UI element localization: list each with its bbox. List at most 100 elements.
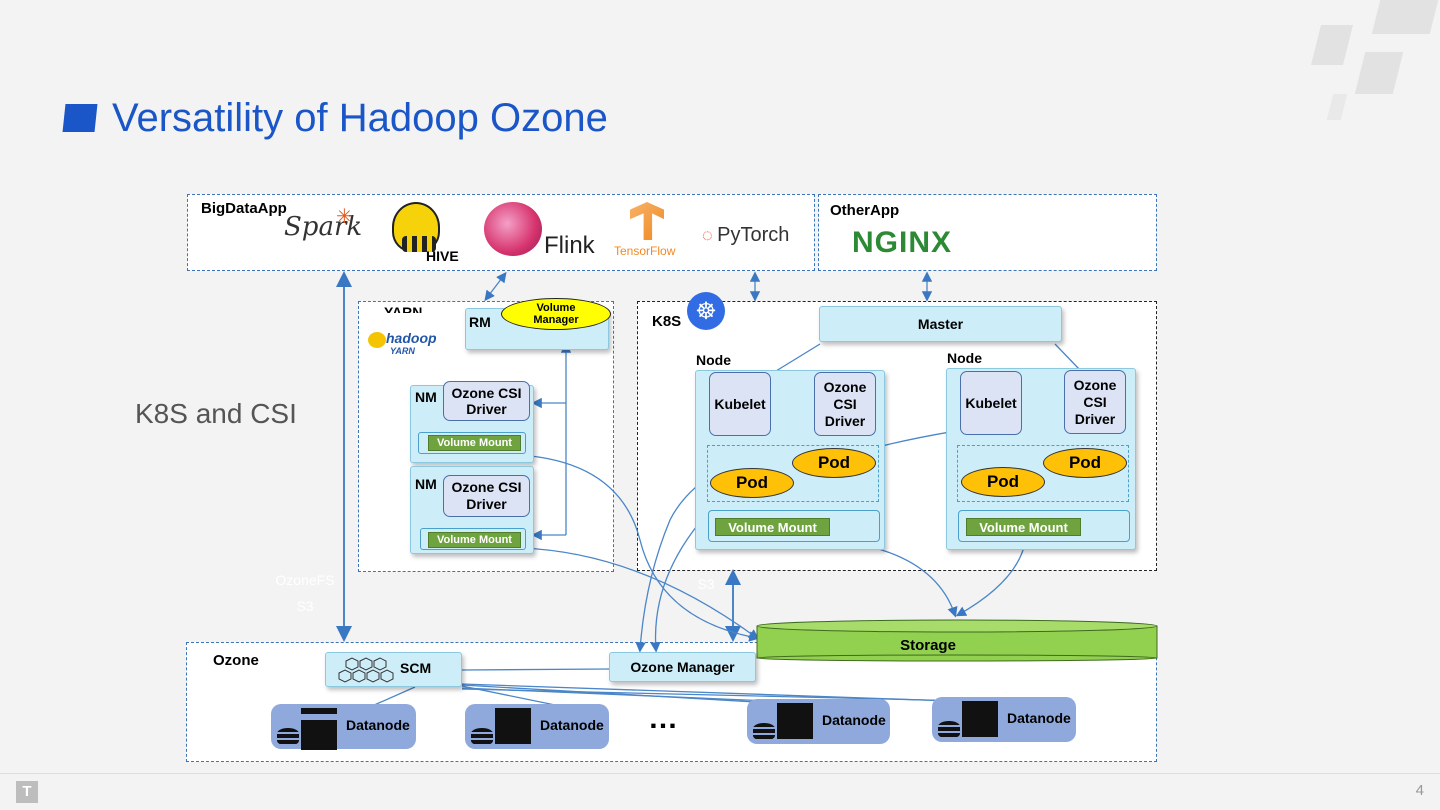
node1-label: Node	[696, 352, 731, 368]
footer-divider	[0, 773, 1440, 774]
spark-star-icon: ✳	[336, 206, 353, 228]
master-node1-line	[775, 343, 821, 372]
hadoop-elephant-icon	[368, 332, 386, 348]
node1-pod-a-label: Pod	[735, 473, 769, 492]
master-node2-line	[1054, 343, 1081, 371]
tensorflow-logo-text: TensorFlow	[614, 244, 676, 258]
datanode-4-label: Datanode	[1007, 710, 1071, 726]
ozone-label: Ozone	[213, 652, 259, 669]
node1-pod-a: Pod	[710, 468, 794, 498]
disk-icon	[277, 728, 299, 746]
node1-csi-driver: Ozone CSI Driver	[814, 372, 876, 436]
node2-label: Node	[947, 350, 982, 366]
node1-csi-driver-label: Ozone CSI Driver	[823, 378, 867, 429]
node1-kubelet: Kubelet	[709, 372, 771, 436]
nm1-volume-mount: Volume Mount	[428, 435, 521, 451]
yarn-label: YARN	[384, 304, 423, 313]
yarn-logo-text: YARN	[390, 346, 415, 356]
s3-protocol-right-label: S3	[697, 576, 715, 592]
node2-pod-b: Pod	[1043, 448, 1127, 478]
page-title: Versatility of Hadoop Ozone	[112, 96, 608, 140]
datanode-2-label: Datanode	[540, 717, 604, 733]
s3-protocol-left-label: S3	[296, 598, 314, 614]
rm-label: RM	[469, 314, 491, 330]
other-app-label: OtherApp	[830, 202, 900, 219]
hadoop-logo-text: hadoop	[386, 330, 437, 346]
disk-icon	[938, 721, 960, 739]
scm-box: SCM	[325, 652, 462, 687]
nm2-csi-driver: Ozone CSI Driver	[443, 475, 530, 517]
page-number: 4	[1415, 782, 1424, 799]
nm2-label: NM	[415, 476, 437, 492]
pytorch-logo: ◌ PyTorch	[702, 224, 789, 247]
server-icon	[777, 703, 813, 739]
slide-subtitle: K8S and CSI	[135, 398, 297, 429]
tensorflow-logo: TensorFlow	[614, 200, 684, 260]
server-icon	[495, 708, 531, 744]
scm-dn-link-b	[461, 688, 1011, 703]
tensorflow-icon	[630, 202, 664, 240]
ozonefs-protocol-label: OzoneFS	[275, 572, 335, 588]
nm2-csi-driver-label: Ozone CSI Driver	[451, 479, 522, 512]
bigdata-app-label: BigDataApp	[201, 200, 287, 217]
datanode-2: Datanode	[465, 704, 609, 749]
nm1-mount-frame	[418, 432, 526, 454]
scm-label: SCM	[400, 660, 432, 676]
node1-pod-group	[707, 445, 879, 502]
server-icon	[962, 701, 998, 737]
nginx-logo: NGINX	[852, 226, 953, 259]
datanode-4: Datanode	[932, 697, 1076, 742]
master-label: Master	[917, 316, 964, 332]
hive-logo-text: HIVE	[426, 248, 459, 264]
node2-csi-driver-label: Ozone CSI Driver	[1073, 376, 1117, 427]
nm2-volume-mount: Volume Mount	[428, 532, 521, 548]
disk-icon	[471, 728, 493, 746]
spark-logo: Spark ✳	[284, 206, 363, 242]
nm1-csi-driver-label: Ozone CSI Driver	[451, 385, 522, 417]
kubernetes-helm-icon: ☸	[687, 292, 725, 330]
volume-manager: Volume Manager	[501, 298, 611, 330]
spark-logo-text: Spark	[284, 212, 363, 242]
bigdata-rm-arrow	[484, 271, 507, 302]
hive-stripes-icon	[402, 236, 436, 252]
node2-mount-frame	[958, 510, 1130, 542]
node2-pod-a: Pod	[961, 467, 1045, 497]
node1-volume-mount-label: Volume Mount	[728, 519, 817, 535]
other-app-box	[818, 194, 1157, 271]
ozone-manager-box: Ozone Manager	[609, 652, 756, 682]
node2-pod-a-label: Pod	[986, 472, 1020, 491]
master-box: Master	[819, 306, 1062, 342]
hadoop-yarn-logo: hadoop YARN	[368, 330, 444, 360]
datanode-3-label: Datanode	[822, 712, 886, 728]
pytorch-logo-text: PyTorch	[717, 224, 790, 246]
k8s-label: K8S	[652, 313, 682, 330]
scm-cluster-icon	[338, 657, 394, 683]
node2-pod-group	[957, 445, 1129, 502]
node1-volume-mount: Volume Mount	[715, 518, 830, 536]
node2-pod-b-label: Pod	[1068, 453, 1102, 472]
node2-kubelet-label: Kubelet	[965, 395, 1017, 411]
nm1-volume-mount-label: Volume Mount	[437, 437, 512, 449]
node2-csi-driver: Ozone CSI Driver	[1064, 370, 1126, 434]
nm1-label: NM	[415, 389, 437, 405]
node1-pod-b-label: Pod	[817, 453, 851, 472]
node2-kubelet: Kubelet	[960, 371, 1022, 435]
flink-logo-text: Flink	[544, 232, 595, 259]
node1-pod-b: Pod	[792, 448, 876, 478]
nm2-volume-mount-label: Volume Mount	[437, 534, 512, 546]
disk-icon	[753, 723, 775, 741]
flink-squirrel-icon	[484, 202, 542, 256]
nm1-csi-driver: Ozone CSI Driver	[443, 381, 530, 421]
node1-kubelet-label: Kubelet	[714, 396, 766, 412]
datanode-1: Datanode	[271, 704, 416, 750]
nm2-mount-frame	[420, 528, 526, 550]
ozone-manager-label: Ozone Manager	[630, 659, 735, 675]
scm-dn1-line	[371, 686, 416, 707]
node2-volume-mount-label: Volume Mount	[979, 519, 1068, 535]
storage-label: Storage	[900, 636, 956, 654]
datanode-1-label: Datanode	[346, 717, 410, 733]
flink-logo: Flink	[484, 202, 600, 259]
storage-cylinder	[756, 619, 1158, 662]
nm2-storage-curve	[517, 543, 760, 640]
scm-om-line	[461, 668, 610, 671]
